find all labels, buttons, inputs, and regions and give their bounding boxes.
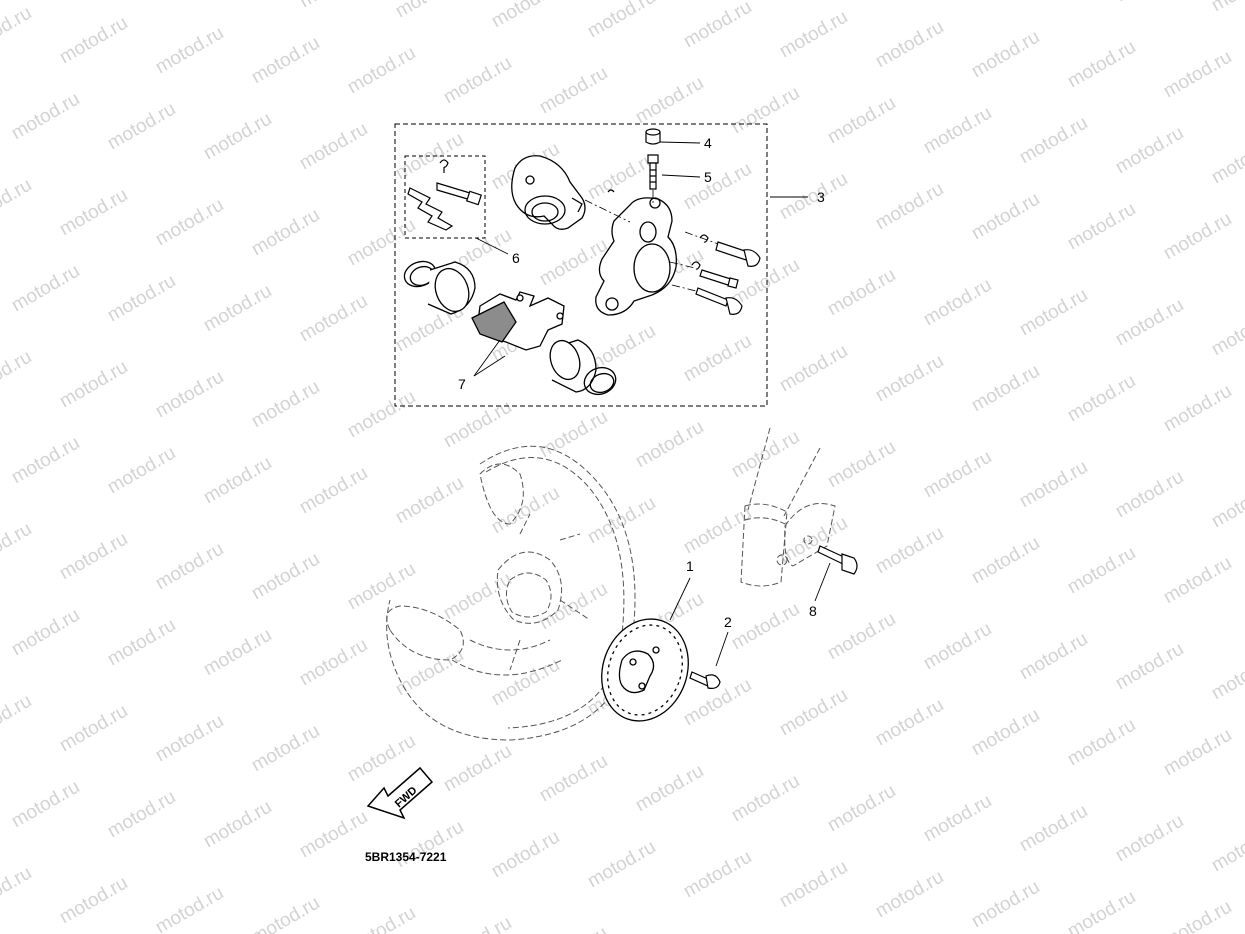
piston-seals-left: [403, 260, 476, 315]
callout-6: 6: [512, 250, 520, 266]
caliper-assembly-boundary: [394, 123, 768, 407]
callout-8: 8: [809, 603, 817, 619]
callout-7: 7: [458, 376, 466, 392]
pin-kit-boundary: [404, 155, 486, 239]
bleed-screw: [647, 154, 659, 190]
callout-3: 3: [817, 189, 825, 205]
callout-4: 4: [704, 135, 712, 151]
mounting-bolts: [607, 189, 761, 315]
caliper-mount-bolt: [817, 545, 858, 575]
brake-disc: [601, 618, 689, 722]
diagram-part-code: 5BR1354-7221: [365, 850, 447, 864]
pin-kit-part: [407, 159, 483, 231]
callout-2: 2: [724, 614, 732, 630]
disc-bolt: [689, 671, 721, 689]
fwd-arrow-icon: [366, 766, 434, 820]
callout-5: 5: [704, 169, 712, 185]
fork-phantom: [740, 427, 836, 587]
bleed-cap: [645, 128, 661, 145]
piston-seals-right: [549, 339, 617, 396]
caliper-body: [595, 197, 677, 316]
caliper-bracket: [511, 155, 586, 230]
brake-pads: [471, 291, 565, 351]
wheel-phantom: [386, 445, 636, 741]
leader-lines: [473, 141, 831, 667]
callout-1: 1: [686, 558, 694, 574]
